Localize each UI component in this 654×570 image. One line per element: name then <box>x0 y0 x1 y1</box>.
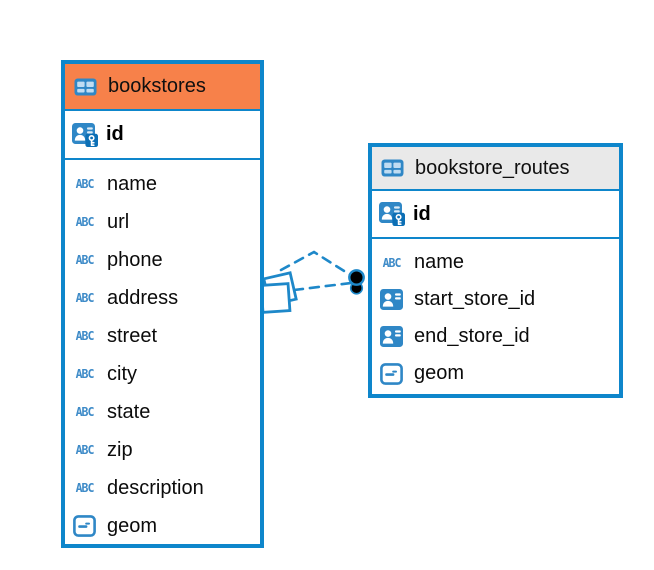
column-label: name <box>107 172 158 195</box>
column-row-zip[interactable]: ABC zip <box>65 431 260 469</box>
entity-bookstore-routes[interactable]: bookstore_routes <box>368 143 623 398</box>
column-label: street <box>107 324 158 347</box>
text-type-icon: ABC <box>75 176 95 192</box>
column-row-state[interactable]: ABC state <box>65 393 260 431</box>
text-type-icon: ABC <box>75 480 95 496</box>
entity-title: bookstores <box>108 75 206 97</box>
column-row-city[interactable]: ABC city <box>65 355 260 393</box>
column-row-street[interactable]: ABC street <box>65 317 260 355</box>
text-type-icon: ABC <box>75 328 95 344</box>
bookstores-columns: ABC name ABC url ABC phone ABC address A… <box>65 160 260 552</box>
routes-columns: ABC name start_store_id <box>372 239 619 399</box>
entity-bookstores-header[interactable]: bookstores <box>65 64 260 111</box>
object-type-icon <box>71 515 98 537</box>
object-type-icon <box>378 362 405 385</box>
column-label: state <box>107 400 151 423</box>
column-row-url[interactable]: ABC url <box>65 203 260 241</box>
column-row-geom[interactable]: geom <box>65 507 260 545</box>
column-label: address <box>107 286 179 309</box>
text-type-icon: ABC <box>382 255 402 270</box>
relationship-source-marker[interactable] <box>259 271 298 314</box>
column-row-geom[interactable]: geom <box>372 355 619 392</box>
foreign-id-icon <box>378 289 405 310</box>
column-label: url <box>107 210 130 233</box>
text-type-icon: ABC <box>75 214 95 230</box>
relationship-target-marker[interactable] <box>348 269 365 295</box>
table-icon <box>379 159 406 177</box>
primary-key-icon <box>378 202 405 226</box>
text-type-icon: ABC <box>75 290 95 306</box>
text-type-icon: ABC <box>75 366 95 382</box>
entity-bookstores[interactable]: bookstores <box>61 60 264 548</box>
column-label: end_store_id <box>414 325 530 347</box>
column-label: start_store_id <box>414 288 536 310</box>
primary-key-icon <box>71 122 98 147</box>
column-label: description <box>107 476 204 499</box>
column-row-start-store-id[interactable]: start_store_id <box>372 281 619 318</box>
relationship-line-end-store[interactable] <box>292 281 353 292</box>
pk-label: id <box>106 123 124 145</box>
column-row-name[interactable]: ABC name <box>65 165 260 203</box>
pk-label: id <box>413 202 431 225</box>
column-row-phone[interactable]: ABC phone <box>65 241 260 279</box>
table-icon <box>72 78 99 96</box>
column-label: phone <box>107 248 163 271</box>
column-label: geom <box>414 362 465 384</box>
column-row-name[interactable]: ABC name <box>372 244 619 281</box>
column-row-description[interactable]: ABC description <box>65 469 260 507</box>
column-row-address[interactable]: ABC address <box>65 279 260 317</box>
column-label: name <box>414 251 465 273</box>
column-label: geom <box>107 514 158 537</box>
column-row-end-store-id[interactable]: end_store_id <box>372 318 619 355</box>
pk-row-routes-id[interactable]: id <box>372 191 619 239</box>
text-type-icon: ABC <box>75 442 95 458</box>
foreign-id-icon <box>378 326 405 347</box>
text-type-icon: ABC <box>75 252 95 268</box>
pk-row-bookstores-id[interactable]: id <box>65 111 260 160</box>
entity-routes-header[interactable]: bookstore_routes <box>372 147 619 191</box>
relationship-lines[interactable] <box>279 250 354 292</box>
relationship-line-start-store[interactable] <box>279 250 354 278</box>
entity-title: bookstore_routes <box>415 156 570 179</box>
text-type-icon: ABC <box>75 404 95 420</box>
column-label: city <box>107 362 137 385</box>
column-label: zip <box>107 438 133 461</box>
